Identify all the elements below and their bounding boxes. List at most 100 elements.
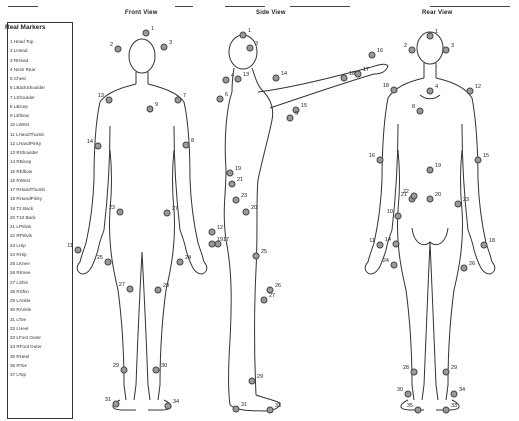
marker-label: 22 [403, 189, 409, 195]
marker-dot [233, 406, 239, 412]
front-marker: 1 [143, 26, 154, 36]
marker-label: 23 [109, 205, 115, 211]
front-marker: 9 [147, 102, 158, 112]
side-marker: 29 [249, 374, 263, 384]
marker-label: 19 [235, 166, 241, 172]
rear-marker: 24 [383, 258, 397, 268]
marker-label: 26 [275, 283, 281, 289]
marker-label: 20 [435, 192, 441, 198]
marker-dot [391, 262, 397, 268]
side-marker: 26 [267, 283, 281, 293]
marker-dot [409, 47, 415, 53]
side-marker: 18 [341, 71, 355, 81]
marker-dot [443, 369, 449, 375]
marker-label: 1 [435, 29, 438, 35]
front-marker: 29 [113, 363, 127, 373]
marker-dot [427, 167, 433, 173]
marker-label: 30 [161, 363, 167, 369]
marker-dot [233, 197, 239, 203]
marker-label: 12 [217, 225, 223, 231]
side-marker: 27 [261, 293, 275, 303]
marker-dot [121, 367, 127, 373]
marker-dot [405, 391, 411, 397]
rear-marker: 35 [407, 403, 421, 413]
marker-dot [443, 47, 449, 53]
rear-marker: 2 [404, 43, 415, 53]
side-back [224, 92, 232, 405]
marker-dot [391, 87, 397, 93]
marker-label: 4 [435, 84, 438, 90]
marker-dot [95, 143, 101, 149]
rear-marker: 1 [427, 29, 438, 39]
marker-label: 29 [257, 374, 263, 380]
rear-marker: 20 [427, 192, 441, 202]
marker-dot [395, 213, 401, 219]
marker-label: 3 [451, 43, 454, 49]
marker-label: 25 [97, 255, 103, 261]
marker-dot [427, 196, 433, 202]
marker-dot [247, 45, 253, 51]
side-figure [224, 35, 388, 411]
marker-label: 33 [451, 403, 457, 409]
front-marker: 3 [161, 40, 172, 50]
marker-label: 2 [110, 42, 113, 48]
front-marker: 27 [119, 282, 133, 292]
marker-label: 28 [163, 283, 169, 289]
marker-label: 11 [369, 238, 375, 244]
side-marker: 33 [267, 403, 281, 413]
marker-label: 13 [98, 93, 104, 99]
rear-marker: 30 [397, 387, 411, 397]
marker-label: 24 [383, 258, 389, 264]
front-marker: 34 [165, 399, 179, 409]
marker-label: 28 [403, 365, 409, 371]
marker-dot [177, 259, 183, 265]
marker-dot [105, 259, 111, 265]
front-marker: 2 [110, 42, 121, 52]
marker-label: 27 [119, 282, 125, 288]
marker-dot [253, 253, 259, 259]
marker-dot [217, 96, 223, 102]
marker-label: 2 [404, 43, 407, 49]
rear-marker: 3 [443, 43, 454, 53]
front-marker: 28 [155, 283, 169, 293]
marker-dot [273, 75, 279, 81]
marker-label: 14 [385, 237, 391, 243]
rear-marker: 19 [427, 163, 441, 173]
marker-label: 11 [67, 243, 73, 249]
marker-dot [427, 33, 433, 39]
marker-label: 27 [269, 293, 275, 299]
rear-marker: 16 [369, 153, 383, 163]
marker-label: 27 [172, 206, 178, 212]
marker-label: 16 [369, 153, 375, 159]
rear-marker: 18 [383, 83, 397, 93]
marker-dot [377, 242, 383, 248]
marker-dot [287, 115, 293, 121]
marker-label: 18 [349, 71, 355, 77]
marker-label: 29 [451, 365, 457, 371]
marker-dot [249, 378, 255, 384]
marker-dot [106, 97, 112, 103]
rear-marker: 29 [443, 365, 457, 375]
marker-dot [209, 241, 215, 247]
marker-dot [147, 106, 153, 112]
rear-marker: 4 [427, 84, 438, 94]
marker-label: 34 [459, 387, 465, 393]
marker-label: 24 [185, 255, 191, 261]
side-marker: 6 [217, 92, 228, 102]
marker-dot [165, 403, 171, 409]
marker-label: 31 [241, 402, 247, 408]
marker-label: 18 [383, 83, 389, 89]
marker-dot [243, 209, 249, 215]
side-marker: 23 [233, 193, 247, 203]
marker-dot [209, 229, 215, 235]
marker-label: 25 [261, 249, 267, 255]
marker-dot [411, 193, 417, 199]
front-head [129, 39, 155, 73]
marker-dot [417, 108, 423, 114]
front-marker: 27 [164, 206, 178, 216]
side-marker: 20 [243, 205, 257, 215]
rear-marker: 33 [443, 403, 457, 413]
marker-dot [341, 75, 347, 81]
marker-dot [240, 32, 246, 38]
